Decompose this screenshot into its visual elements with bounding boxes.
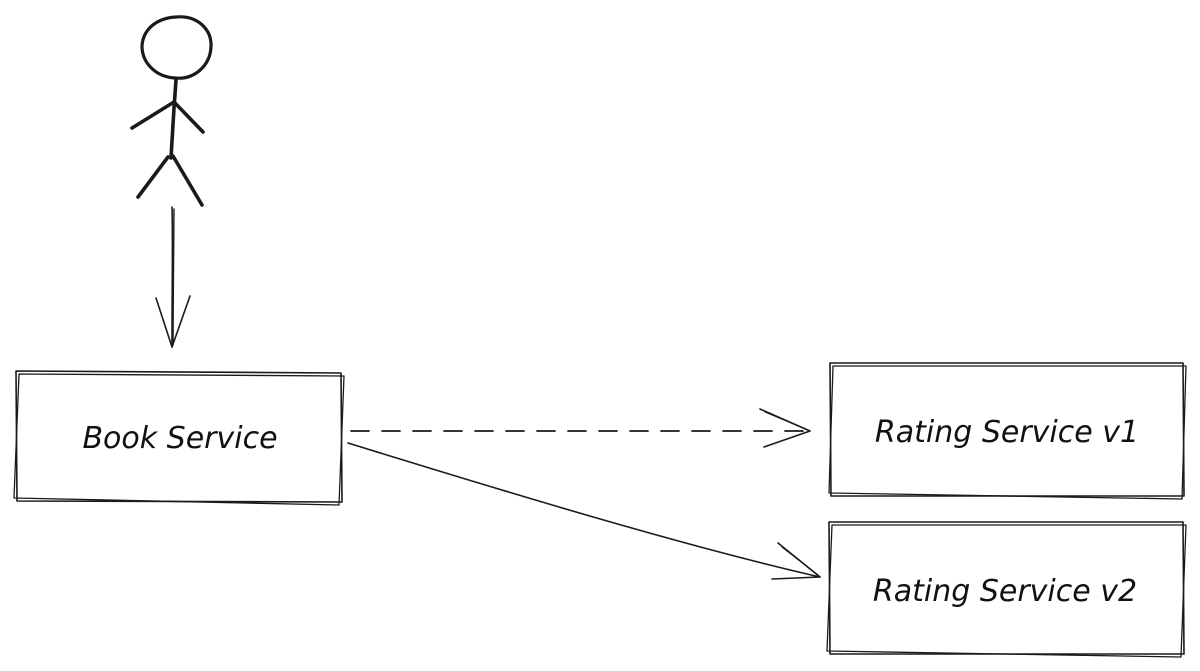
book-to-rating-v2-arrow [347,442,821,580]
rating-service-v1-box: Rating Service v1 [828,362,1187,500]
book-service-box: Book Service [13,370,345,506]
rating-service-v2-box: Rating Service v2 [826,521,1187,658]
book-service-label: Book Service [82,421,277,456]
user-to-book-arrow [155,206,191,348]
rating-service-v1-label: Rating Service v1 [875,415,1139,450]
user-actor-icon [130,15,213,207]
book-to-rating-v1-dashed-arrow [350,408,811,448]
rating-service-v2-label: Rating Service v2 [873,574,1137,609]
